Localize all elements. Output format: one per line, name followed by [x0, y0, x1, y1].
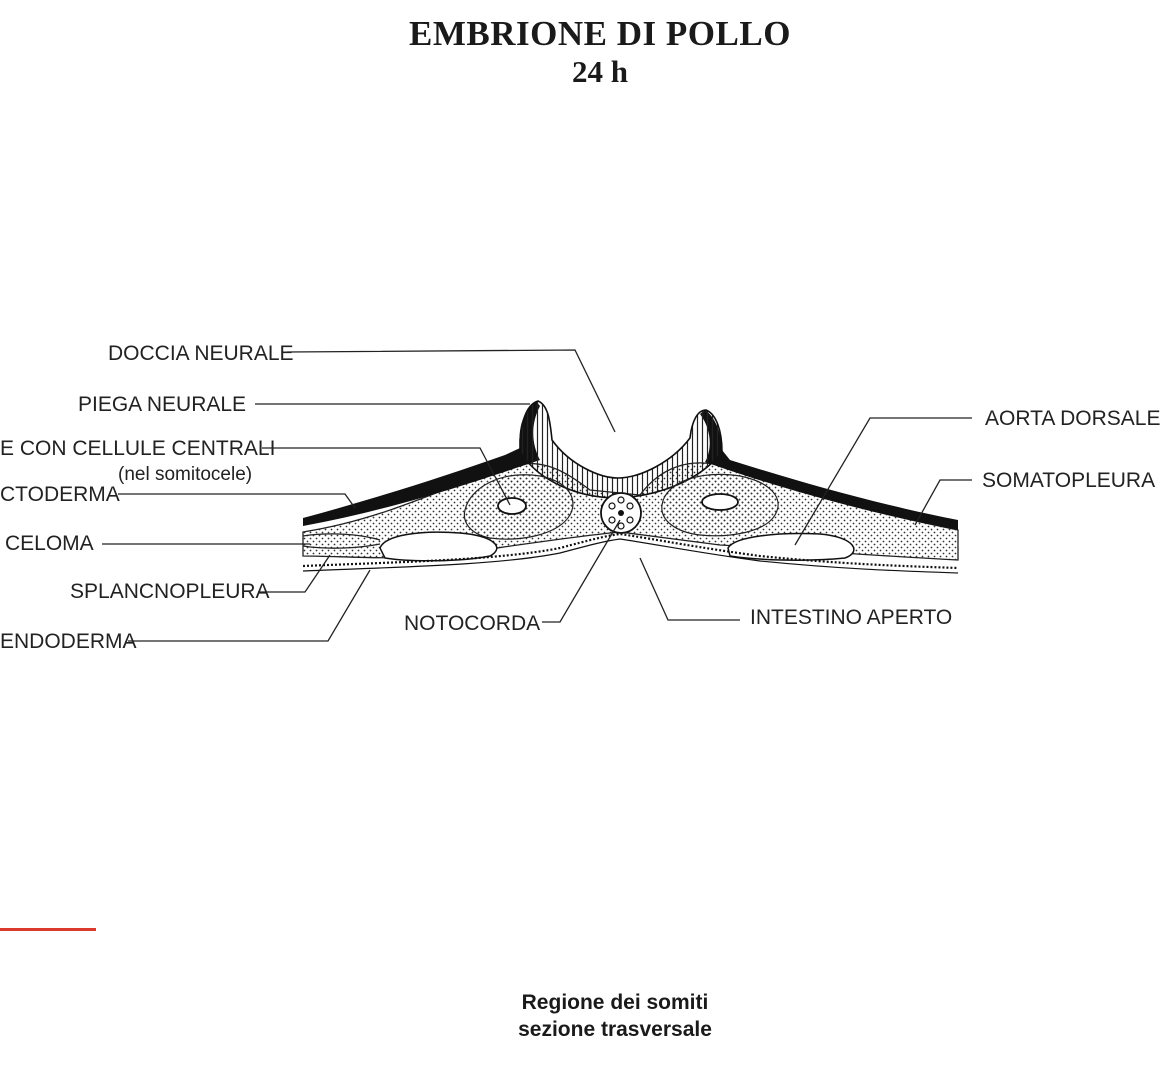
- leader-endoderma: [128, 569, 371, 642]
- label-endoderma: ENDODERMA: [0, 630, 137, 653]
- label-celoma: CELOMA: [5, 532, 94, 555]
- leader-notocorda: [542, 519, 621, 623]
- label-somite-note: (nel somitocele): [118, 464, 252, 485]
- leader-somatopleura: [914, 479, 972, 526]
- ectoderm-left: [303, 401, 540, 526]
- label-piega-neurale: PIEGA NEURALE: [78, 393, 246, 416]
- coelom-left: [379, 531, 498, 562]
- label-notocorda: NOTOCORDA: [404, 612, 540, 635]
- label-somite: E CON CELLULE CENTRALI: [0, 437, 275, 460]
- label-somatopleura: SOMATOPLEURA: [982, 469, 1155, 492]
- endoderm-layer: [302, 532, 959, 570]
- label-splancnopleura: SPLANCNOPLEURA: [70, 580, 270, 603]
- caption-subtitle: sezione trasversale: [518, 1018, 712, 1041]
- leader-ectoderma: [118, 493, 356, 509]
- leader-aorta: [794, 417, 972, 546]
- caption-title: Regione dei somiti: [521, 991, 709, 1014]
- leader-intestino: [639, 557, 740, 621]
- ectoderm-right: [700, 410, 958, 530]
- label-ectoderma: CTODERMA: [0, 483, 120, 506]
- label-doccia-neurale: DOCCIA NEURALE: [108, 342, 294, 365]
- red-accent-bar: [0, 928, 96, 931]
- diagram-subtitle: 24 h: [572, 54, 628, 89]
- leader-somite: [262, 447, 511, 506]
- somitocele-left: [497, 497, 527, 515]
- label-aorta-dorsale: AORTA DORSALE: [985, 407, 1160, 430]
- coelom-right: [727, 532, 855, 561]
- leader-splancnopleura: [258, 554, 331, 593]
- leader-doccia-neurale: [286, 349, 616, 433]
- somitocele-right: [701, 493, 739, 511]
- diagram-title: EMBRIONE DI POLLO: [409, 14, 791, 53]
- label-intestino-aperto: INTESTINO APERTO: [750, 606, 952, 629]
